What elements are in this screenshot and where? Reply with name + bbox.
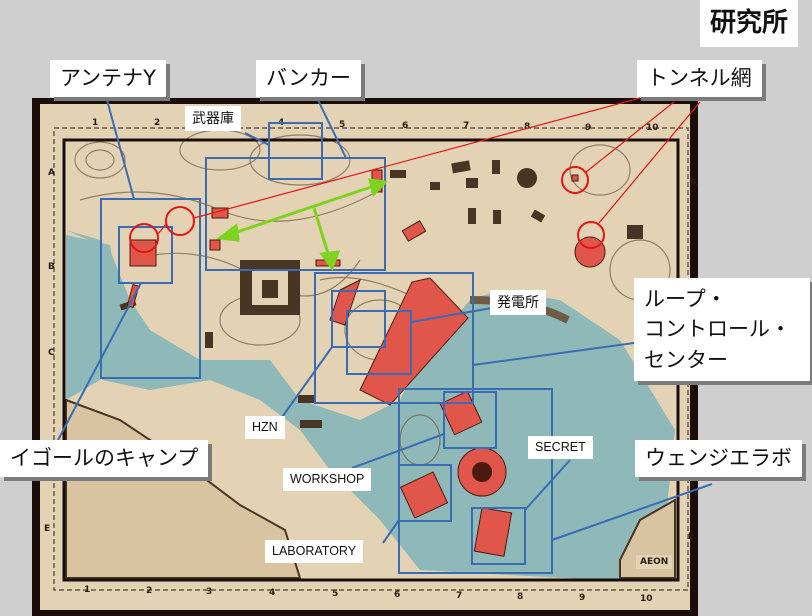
grid-col-2: 2 — [154, 118, 161, 128]
callout-wenji-lab: ウェンジエラボ — [635, 440, 802, 478]
callout-hzn: HZN — [245, 416, 285, 439]
callout-power-plant: 発電所 — [490, 290, 546, 315]
grid-row-e-right: E — [688, 532, 695, 542]
callout-igor-camp: イゴールのキャンプ — [0, 440, 209, 478]
callout-loop-control-center: ループ・ コントロール・ センター — [634, 278, 810, 382]
grid-col-bottom-6: 6 — [394, 590, 401, 600]
loop-control-line-3: センター — [644, 347, 728, 372]
bunker-core — [262, 280, 278, 298]
callout-tunnel-network: トンネル網 — [637, 60, 762, 98]
callout-workshop: WORKSHOP — [283, 468, 372, 491]
grid-col-bottom-1: 1 — [84, 585, 91, 595]
grid-row-c: C — [48, 348, 55, 358]
loop-control-line-1: ループ・ — [644, 287, 727, 311]
page-title: 研究所 — [700, 0, 799, 48]
grid-col-bottom-9: 9 — [579, 593, 586, 603]
grid-col-10: 10 — [646, 123, 659, 133]
grid-col-1: 1 — [92, 118, 99, 128]
grid-col-bottom-2: 2 — [146, 586, 153, 596]
grid-col-bottom-3: 3 — [206, 587, 213, 597]
grid-row-e: E — [44, 524, 51, 534]
callout-secret: SECRET — [528, 436, 593, 459]
aeon-mark: AEON — [636, 555, 673, 569]
callout-laboratory: LABORATORY — [265, 540, 364, 563]
grid-col-bottom-7: 7 — [456, 591, 463, 601]
grid-col-5: 5 — [339, 120, 346, 130]
grid-col-7: 7 — [463, 121, 470, 131]
callout-bunker: バンカー — [256, 60, 362, 98]
grid-col-9: 9 — [585, 123, 592, 133]
grid-col-4: 4 — [278, 118, 285, 128]
grid-row-b: B — [48, 262, 55, 272]
grid-row-a: A — [48, 168, 55, 178]
grid-col-bottom-10: 10 — [640, 594, 653, 604]
grid-col-8: 8 — [524, 122, 531, 132]
grid-col-6: 6 — [402, 121, 409, 131]
lab-hub-core — [472, 462, 492, 482]
loop-control-line-2: コントロール・ — [644, 317, 791, 342]
grid-row-a-right: A — [690, 178, 697, 188]
grid-col-bottom-8: 8 — [517, 592, 524, 602]
callout-antenna-y: アンテナY — [50, 60, 166, 98]
callout-armory: 武器庫 — [185, 106, 241, 131]
grid-col-bottom-4: 4 — [269, 588, 276, 598]
grid-col-bottom-5: 5 — [332, 589, 339, 599]
